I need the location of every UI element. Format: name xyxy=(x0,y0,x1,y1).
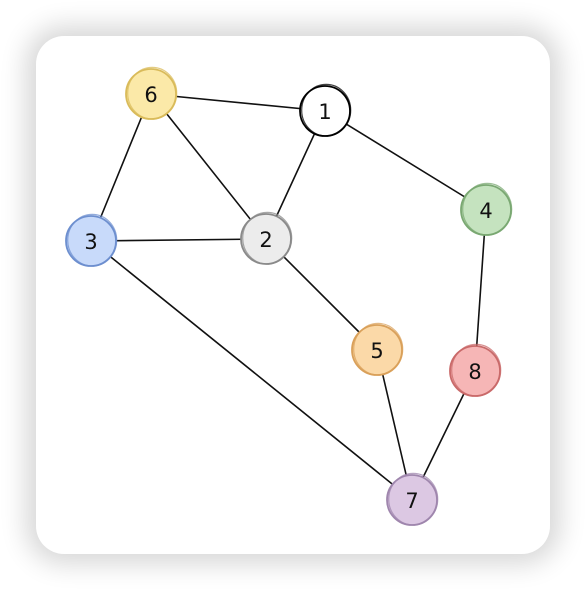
edge-3-2 xyxy=(90,238,267,242)
node-3-sketch-outline xyxy=(67,213,118,267)
node-5-sketch-outline xyxy=(353,322,404,376)
node-8-sketch-outline xyxy=(451,343,502,397)
edges-layer xyxy=(90,93,487,501)
edge-1-4 xyxy=(324,110,487,211)
node-1-label: 1 xyxy=(318,100,331,124)
node-1-sketch-outline xyxy=(301,83,352,137)
node-7-label: 7 xyxy=(405,489,418,513)
edge-2-5 xyxy=(265,238,378,351)
node-2-label: 2 xyxy=(259,228,272,252)
node-5-label: 5 xyxy=(370,339,383,363)
nodes-layer: 1 2 3 4 5 6 7 8 xyxy=(65,66,513,526)
edge-6-2 xyxy=(150,93,267,240)
node-4-label: 4 xyxy=(479,199,492,223)
node-6-sketch-outline xyxy=(127,66,178,120)
node-3: 3 xyxy=(65,213,118,267)
node-6: 6 xyxy=(125,66,178,120)
node-7-sketch-outline xyxy=(388,472,439,526)
node-1: 1 xyxy=(299,83,352,137)
edge-6-1 xyxy=(150,93,326,112)
node-4: 4 xyxy=(460,182,513,236)
node-8-label: 8 xyxy=(468,360,481,384)
node-2: 2 xyxy=(240,211,293,265)
node-5: 5 xyxy=(351,322,404,376)
node-6-label: 6 xyxy=(144,83,157,107)
diagram-card xyxy=(36,36,550,554)
node-3-label: 3 xyxy=(84,230,97,254)
node-8: 8 xyxy=(449,343,502,397)
node-4-sketch-outline xyxy=(462,182,513,236)
edge-3-7 xyxy=(90,240,413,501)
node-2-sketch-outline xyxy=(242,211,293,265)
node-7: 7 xyxy=(386,472,439,526)
